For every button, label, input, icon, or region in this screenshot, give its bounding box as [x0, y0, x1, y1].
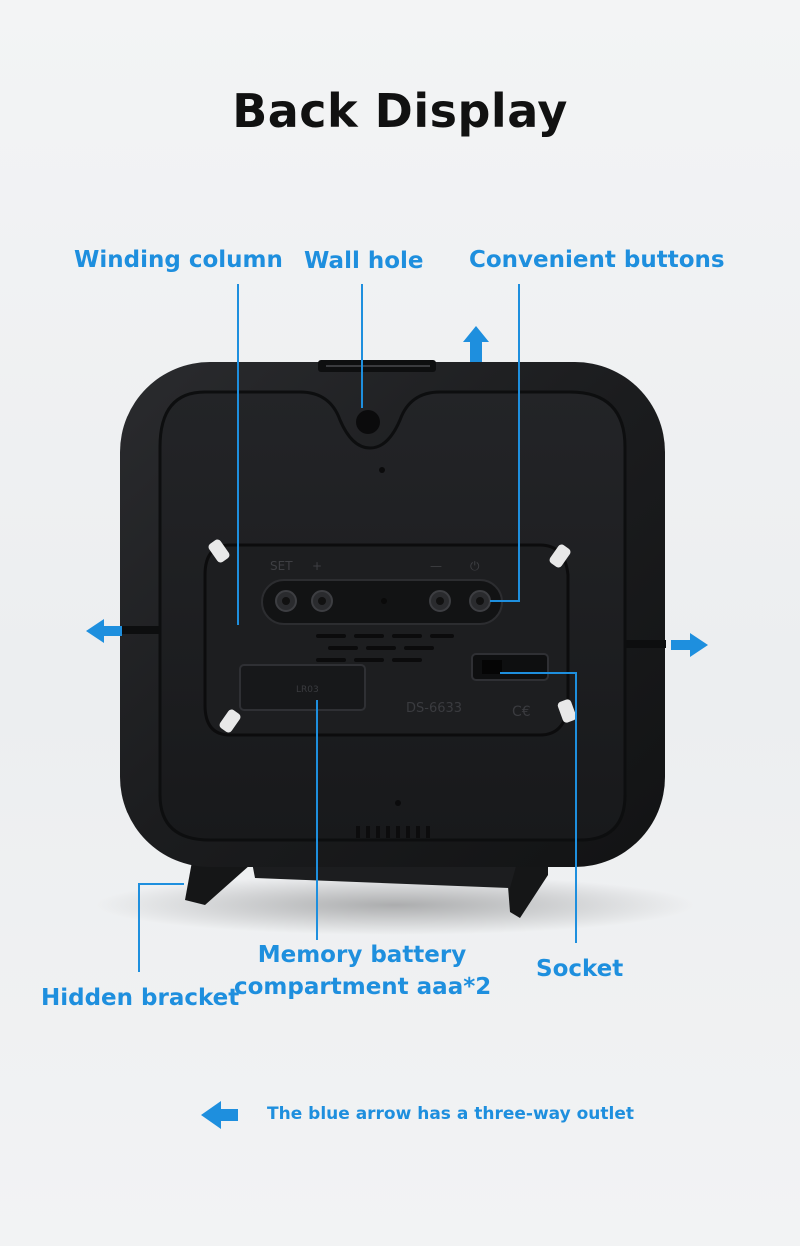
callout-lines	[138, 284, 577, 972]
wall-hole	[356, 410, 380, 434]
set-button-marking: SET	[270, 559, 293, 573]
convenient-buttons-line	[490, 284, 520, 602]
arrow-right-icon	[671, 633, 708, 657]
socket-label: Socket	[536, 956, 624, 982]
power-button-marking: ⏻	[470, 559, 480, 573]
model-marking: DS-6633	[406, 701, 462, 716]
arrow-up-icon	[463, 326, 489, 362]
plus-button-marking: +	[312, 559, 322, 573]
minus-button-marking: —	[430, 559, 442, 573]
hidden-bracket-label: Hidden bracket	[41, 985, 240, 1011]
page-title: Back Display	[232, 84, 568, 138]
arrow-left-icon	[86, 619, 122, 643]
memory-battery-label-line2: compartment aaa*2	[234, 974, 492, 1000]
legend-note: The blue arrow has a three-way outlet	[267, 1104, 635, 1124]
mounting-clips	[208, 539, 577, 733]
clock-buttons	[275, 590, 491, 612]
memory-battery-label-line1: Memory battery	[257, 942, 467, 968]
battery-marking: LR03	[296, 685, 319, 695]
battery-cover	[239, 664, 366, 711]
hidden-bracket-line	[138, 883, 184, 972]
speaker-slots	[316, 634, 454, 662]
floor-shadow	[95, 875, 695, 935]
wall-hole-label: Wall hole	[304, 248, 424, 274]
ce-marking: C€	[512, 704, 531, 720]
winding-column-label: Winding column	[74, 247, 283, 273]
bottom-vent	[356, 826, 430, 838]
socket-line	[500, 672, 577, 943]
convenient-buttons-label: Convenient buttons	[469, 247, 725, 273]
legend-arrow-icon	[201, 1101, 238, 1129]
